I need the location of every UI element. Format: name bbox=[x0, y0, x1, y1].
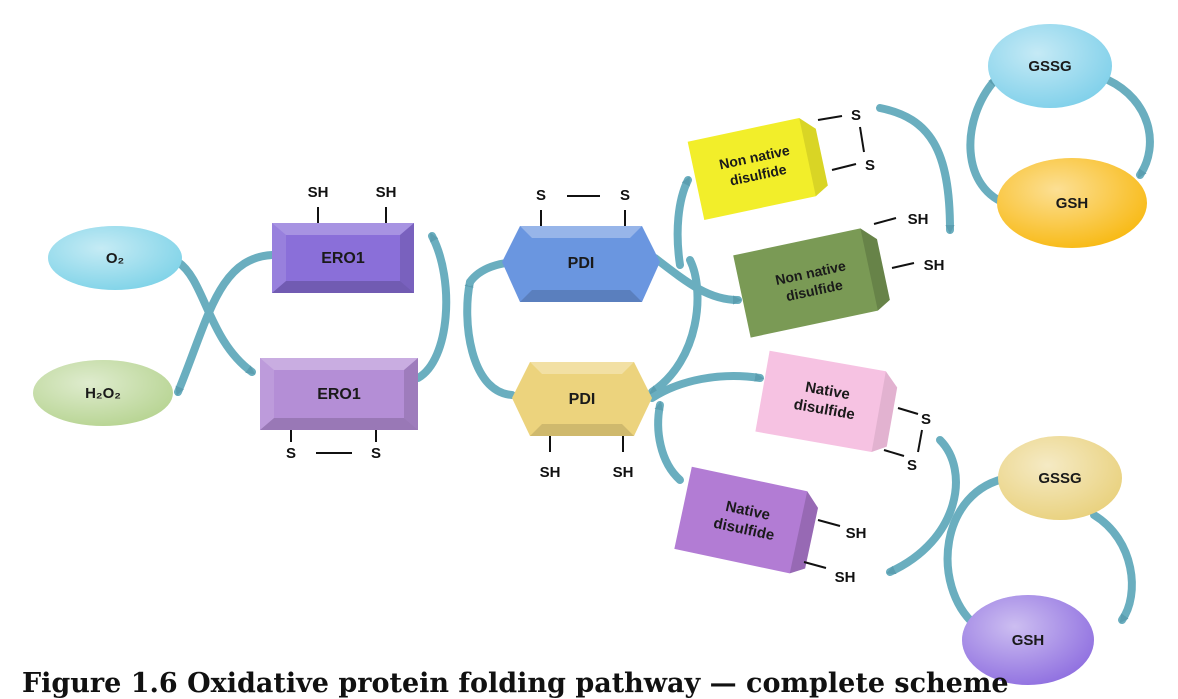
ero1-oxidized-label: ERO1 bbox=[317, 386, 361, 403]
o2-label: O₂ bbox=[106, 250, 124, 267]
arrow-to-nonnative-ox bbox=[673, 176, 692, 269]
nonnative-sh-top: SH bbox=[908, 211, 929, 228]
arrow-nonnative-s-to-sh bbox=[876, 104, 955, 234]
h2o2-node: H₂O₂ bbox=[33, 360, 173, 426]
figure-caption: Figure 1.6 Oxidative protein folding pat… bbox=[22, 668, 1009, 699]
pdi-oxidized-label: PDI bbox=[568, 255, 595, 272]
pdi-reduced-label: PDI bbox=[569, 391, 596, 408]
native-oxidized-node: Native disulfide bbox=[755, 350, 898, 453]
native-oxidized-groups: S S bbox=[883, 407, 931, 474]
gsh-bottom-node: GSH bbox=[962, 595, 1094, 685]
nonnative-reduced-groups: SH SH bbox=[873, 211, 945, 274]
arrow-native-s-to-sh bbox=[886, 436, 960, 576]
arrow-native-red-to-pdired bbox=[654, 401, 684, 484]
pdi-oxidized-node: PDI S S bbox=[502, 187, 660, 302]
arrow-gsh-to-gssg bbox=[966, 76, 1014, 209]
pdi-reduced-node: PDI SH SH bbox=[512, 362, 652, 481]
native-sh-top: SH bbox=[846, 525, 867, 542]
arrow-gsh2-to-gssg2 bbox=[943, 474, 1012, 629]
gssg-bottom-node: GSSG bbox=[998, 436, 1122, 520]
ero1-reduced-label: ERO1 bbox=[321, 250, 365, 267]
pdi-sh-right: SH bbox=[613, 464, 634, 481]
nonnative-oxidized-groups: S S bbox=[817, 107, 875, 174]
gsh-top-node: GSH bbox=[997, 158, 1147, 248]
o2-node: O₂ bbox=[48, 226, 182, 290]
ero1-sh-left: SH bbox=[308, 184, 329, 201]
nonnative-reduced-node: Non native disulfide bbox=[733, 228, 890, 338]
nonnative-oxidized-node: Non native disulfide bbox=[687, 117, 828, 220]
gssg-top-label: GSSG bbox=[1028, 58, 1071, 75]
arrows bbox=[174, 76, 1154, 629]
gssg-top-node: GSSG bbox=[988, 24, 1112, 108]
ero1-reduced-node: ERO1 SH SH bbox=[272, 184, 414, 293]
gsh-bottom-label: GSH bbox=[1012, 632, 1045, 649]
arrow-gssg-to-gsh bbox=[1104, 76, 1154, 179]
arrow-ero1ox-to-pdi bbox=[414, 232, 451, 382]
ero1-s-right: S bbox=[371, 445, 381, 462]
arrow-pdired-to-native-ox bbox=[648, 372, 764, 402]
pdi-sh-left: SH bbox=[540, 464, 561, 481]
native-s-top: S bbox=[921, 411, 931, 428]
arrow-ero1-to-h2o2 bbox=[174, 251, 276, 396]
pdi-s-right: S bbox=[620, 187, 630, 204]
native-s-bottom: S bbox=[907, 457, 917, 474]
arrow-pdired-to-ero1 bbox=[463, 278, 516, 399]
native-sh-bottom: SH bbox=[835, 569, 856, 586]
arrow-gssg2-to-gsh2 bbox=[1090, 511, 1136, 624]
pdi-s-left: S bbox=[536, 187, 546, 204]
gssg-bottom-label: GSSG bbox=[1038, 470, 1081, 487]
h2o2-label: H₂O₂ bbox=[85, 385, 121, 402]
nonnative-s-top: S bbox=[851, 107, 861, 124]
nonnative-s-bottom: S bbox=[865, 157, 875, 174]
gsh-top-label: GSH bbox=[1056, 195, 1089, 212]
ero1-s-left: S bbox=[286, 445, 296, 462]
nonnative-sh-bottom: SH bbox=[924, 257, 945, 274]
ero1-oxidized-node: ERO1 S S bbox=[260, 358, 418, 462]
ero1-sh-right: SH bbox=[376, 184, 397, 201]
native-reduced-groups: SH SH bbox=[803, 519, 867, 586]
native-reduced-node: Native disulfide bbox=[674, 466, 819, 574]
arrow-nonnative-to-pdired bbox=[648, 256, 702, 396]
